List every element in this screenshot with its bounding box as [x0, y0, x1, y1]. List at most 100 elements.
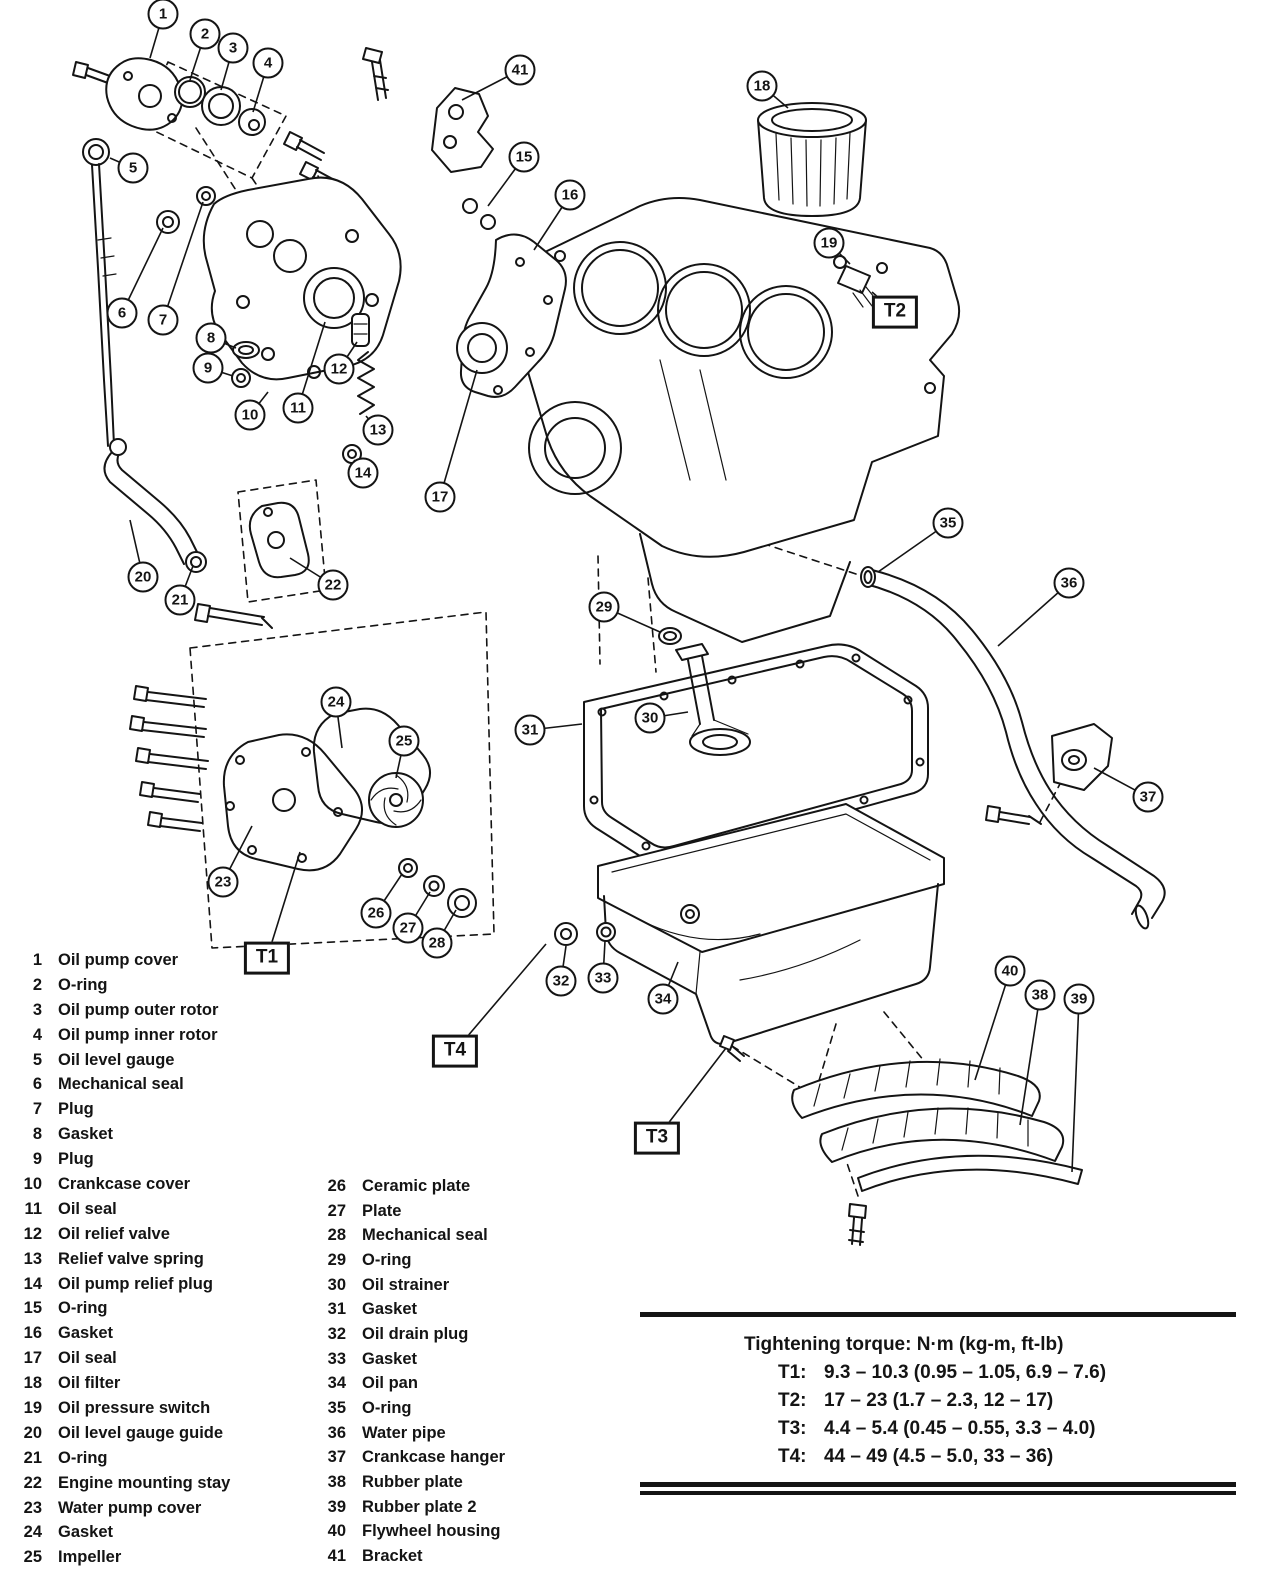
part-name: Gasket [58, 1125, 114, 1144]
callout-27: 27 [392, 912, 424, 944]
part-name: Relief valve spring [58, 1249, 204, 1268]
part-name: O-ring [58, 1448, 108, 1467]
torque-row-T1: T1: 9.3 – 10.3 (0.95 – 1.05, 6.9 – 7.6) [778, 1362, 1226, 1384]
part-number: 23 [23, 1498, 42, 1517]
torque-label-T3: T3 [633, 1121, 681, 1155]
part-number: 11 [24, 1199, 42, 1218]
torque-spec-label: T2: [778, 1390, 807, 1411]
callout-12: 12 [323, 353, 355, 385]
torque-spec-label: T4: [778, 1446, 807, 1467]
part-item-4: 4 Oil pump inner rotor [12, 1023, 230, 1048]
gauge-guide-drawing [103, 438, 207, 573]
water-pump-drawing [129, 685, 477, 918]
part-number: 4 [32, 1025, 42, 1044]
part-name: Engine mounting stay [58, 1473, 231, 1492]
part-number: 15 [23, 1299, 42, 1318]
part-number: 22 [23, 1473, 42, 1492]
torque-row-T4: T4:44 – 49 (4.5 – 5.0, 33 – 36) [778, 1446, 1226, 1468]
part-number: 8 [32, 1125, 42, 1144]
part-number: 30 [327, 1275, 346, 1294]
callout-6: 6 [106, 297, 138, 329]
part-name: Ceramic plate [362, 1176, 471, 1195]
part-number: 2 [32, 975, 42, 994]
part-name: Gasket [362, 1349, 418, 1368]
torque-label-T2: T2 [871, 295, 919, 329]
leader-line [1019, 994, 1041, 1126]
callout-34: 34 [647, 983, 679, 1015]
part-name: Plate [362, 1201, 402, 1220]
oil-strainer-drawing [658, 627, 751, 756]
part-number: 18 [23, 1374, 42, 1393]
part-name: Oil pan [362, 1374, 418, 1393]
callout-33: 33 [587, 962, 619, 994]
part-name: Oil seal [58, 1349, 117, 1368]
part-name: Oil drain plug [362, 1324, 469, 1343]
part-number: 40 [327, 1522, 346, 1541]
callout-29: 29 [588, 591, 620, 623]
part-number: 32 [327, 1324, 346, 1343]
part-number: 9 [32, 1150, 42, 1169]
torque-row-T3: T3:4.4 – 5.4 (0.45 – 0.55, 3.3 – 4.0) [778, 1418, 1226, 1440]
part-number: 39 [327, 1497, 346, 1516]
callout-17: 17 [424, 481, 456, 513]
part-name: Plug [58, 1150, 94, 1169]
part-name: Crankcase hanger [362, 1448, 506, 1467]
callout-32: 32 [545, 965, 577, 997]
torque-row-T2: T2: 17 – 23 (1.7 – 2.3, 12 – 17) [778, 1390, 1226, 1412]
callout-36: 36 [1053, 567, 1085, 599]
torque-spec-value: 17 – 23 (1.7 – 2.3, 12 – 17) [824, 1390, 1054, 1411]
part-name: Water pipe [362, 1423, 446, 1442]
part-name: Rubber plate 2 [362, 1497, 477, 1516]
part-name: Gasket [58, 1523, 114, 1542]
leader-line [974, 970, 1011, 1081]
part-item-32: 32 Oil drain plug [312, 1322, 505, 1347]
callout-11: 11 [282, 392, 314, 424]
callout-1: 1 [147, 0, 179, 30]
part-name: Gasket [58, 1324, 114, 1343]
part-name: Oil pump inner rotor [58, 1025, 218, 1044]
callout-10: 10 [234, 399, 266, 431]
part-number: 29 [327, 1250, 346, 1269]
callout-15: 15 [508, 141, 540, 173]
part-item-8: 8 Gasket [12, 1122, 230, 1147]
bracket-drawing [362, 47, 494, 173]
torque-spec-label: T1: [778, 1362, 807, 1383]
callout-13: 13 [362, 414, 394, 446]
part-name: Oil pressure switch [58, 1398, 211, 1417]
part-number: 25 [23, 1548, 42, 1567]
part-name: Mechanical seal [58, 1075, 184, 1094]
callout-28: 28 [421, 927, 453, 959]
part-number: 14 [23, 1274, 42, 1293]
part-number: 35 [327, 1399, 346, 1418]
torque-spec-value: 9.3 – 10.3 (0.95 – 1.05, 6.9 – 7.6) [824, 1362, 1107, 1383]
callout-35: 35 [932, 507, 964, 539]
oil-filter-drawing [757, 102, 867, 217]
callout-20: 20 [127, 561, 159, 593]
callout-16: 16 [554, 179, 586, 211]
part-name: Oil pump outer rotor [58, 1000, 219, 1019]
callout-41: 41 [504, 54, 536, 86]
